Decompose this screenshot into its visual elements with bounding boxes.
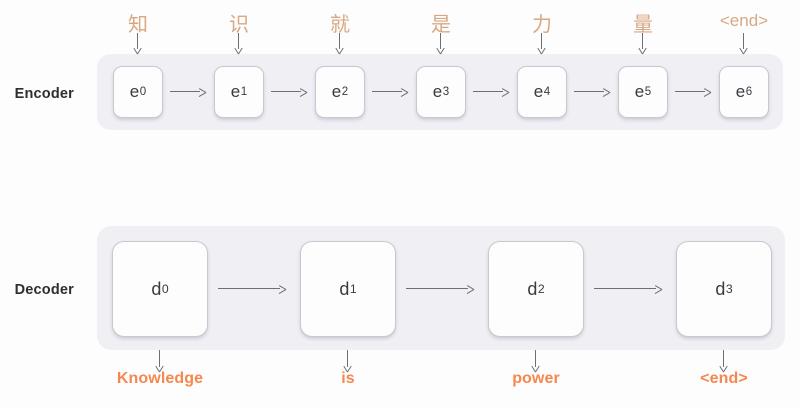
decoder-output-token-1: is <box>341 370 355 387</box>
output-arrow-1 <box>343 350 353 372</box>
encoder-input-token-3: 是 <box>431 14 451 36</box>
encoder-input-token-5: 量 <box>633 14 653 36</box>
decoder-cell-d1-subscript: 1 <box>349 282 357 296</box>
input-arrow-0 <box>133 33 143 54</box>
encoder-input-token-1: 识 <box>229 14 249 36</box>
input-arrow-4 <box>537 33 547 54</box>
input-arrow-5 <box>638 33 648 54</box>
encoder-cell-e5-base: e <box>634 82 645 101</box>
decoder-row-label: Decoder <box>14 282 74 298</box>
encoder-input-token-6: <end> <box>719 11 769 30</box>
decoder-cell-d0-base: d <box>151 278 162 299</box>
output-arrow-3 <box>719 350 729 372</box>
decoder-cell-d3-base: d <box>715 278 726 299</box>
encoder-input-token-0: 知 <box>128 14 148 36</box>
decoder-arrow-d0-d1 <box>218 284 286 294</box>
decoder-cell-d2-base: d <box>527 278 538 299</box>
encoder-cell-e3-base: e <box>432 82 443 101</box>
encoder-input-token-4: 力 <box>532 14 552 36</box>
decoder-output-token-2: power <box>512 370 560 387</box>
decoder-cell-d3-subscript: 3 <box>725 282 733 296</box>
encoder-cell-e4-subscript: 4 <box>543 86 551 98</box>
output-arrow-2 <box>531 350 541 372</box>
input-arrow-2 <box>335 33 345 54</box>
decoder-cell-d1-base: d <box>339 278 350 299</box>
input-arrow-6 <box>739 33 749 54</box>
encoder-cell-e2-subscript: 2 <box>341 86 349 98</box>
encoder-arrow-e3-e4 <box>473 87 509 97</box>
encoder-cell-e0-subscript: 0 <box>139 86 147 98</box>
output-arrow-0 <box>155 350 165 372</box>
input-arrow-3 <box>436 33 446 54</box>
encoder-arrow-e2-e3 <box>372 87 408 97</box>
input-arrow-1 <box>234 33 244 54</box>
decoder-cell-d2-subscript: 2 <box>537 282 545 296</box>
encoder-cell-e4-base: e <box>533 82 544 101</box>
encoder-arrow-e1-e2 <box>271 87 307 97</box>
encoder-row-label: Encoder <box>14 86 74 102</box>
decoder-output-token-0: Knowledge <box>116 370 204 387</box>
encoder-arrow-e0-e1 <box>170 87 206 97</box>
encoder-cell-e1-subscript: 1 <box>240 86 248 98</box>
encoder-cell-e0-base: e <box>129 82 140 101</box>
encoder-cell-e2-base: e <box>331 82 342 101</box>
encoder-cell-e6-base: e <box>735 82 746 101</box>
decoder-output-token-3: <end> <box>700 370 748 387</box>
decoder-arrow-d2-d3 <box>594 284 662 294</box>
encoder-arrow-e5-e6 <box>675 87 711 97</box>
encoder-input-token-2: 就 <box>330 14 350 36</box>
encoder-cell-e1-base: e <box>230 82 241 101</box>
encoder-cell-e5-subscript: 5 <box>644 86 652 98</box>
encoder-cell-e6-subscript: 6 <box>745 86 753 98</box>
decoder-arrow-d1-d2 <box>406 284 474 294</box>
encoder-cell-e3-subscript: 3 <box>442 86 450 98</box>
decoder-cell-d0-subscript: 0 <box>161 282 169 296</box>
encoder-arrow-e4-e5 <box>574 87 610 97</box>
